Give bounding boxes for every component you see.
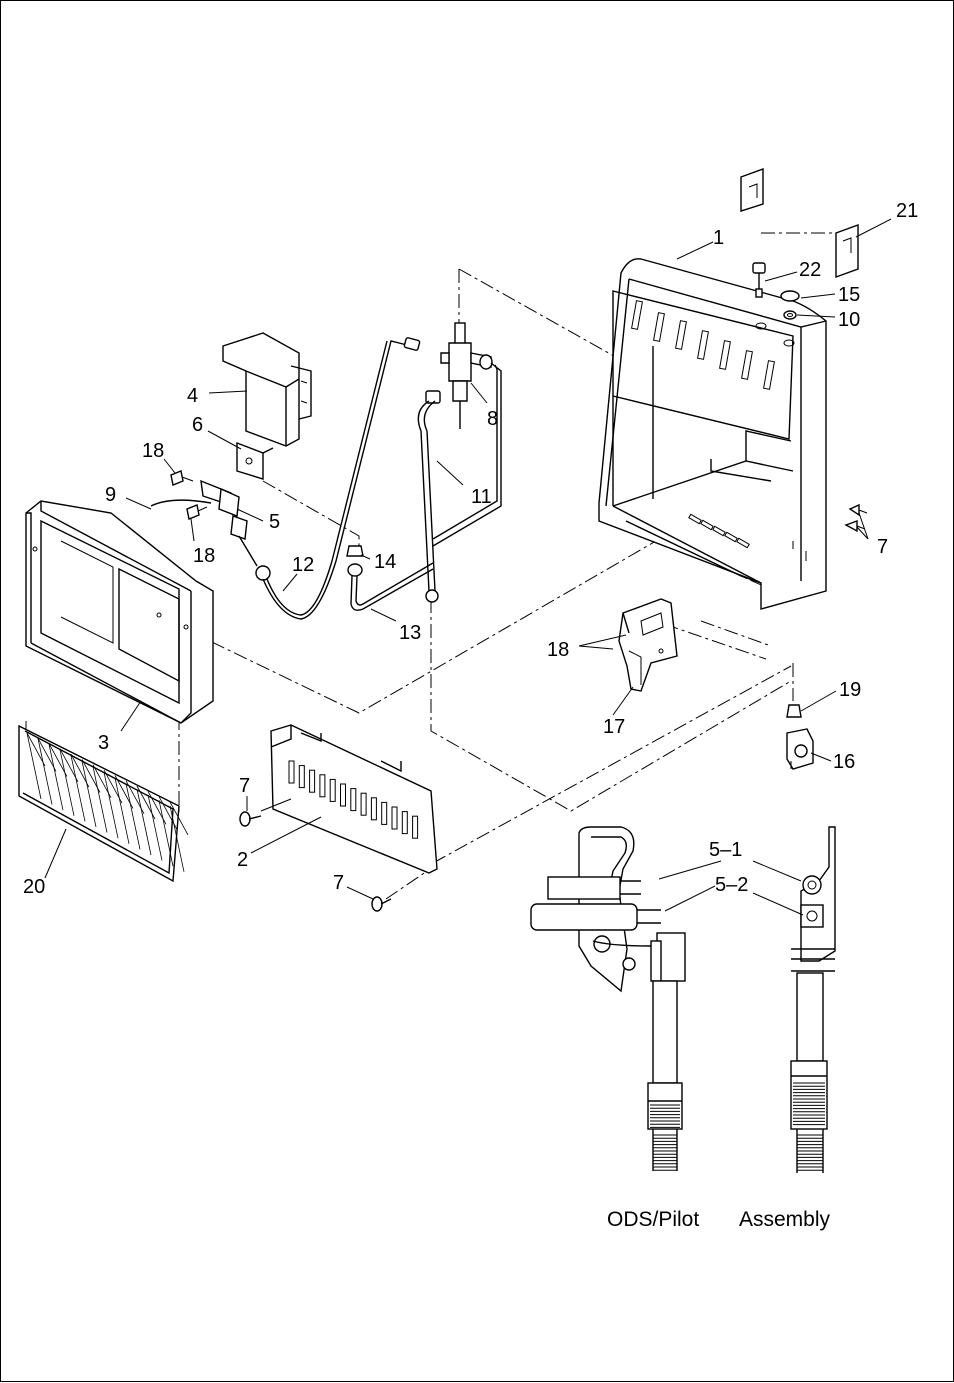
ring-part-10: [784, 311, 796, 319]
callout-9: 9: [105, 484, 116, 506]
callout-19: 19: [839, 679, 861, 701]
callout-7-left: 7: [239, 775, 250, 797]
callout-21: 21: [896, 200, 918, 222]
callout-15: 15: [838, 284, 860, 306]
louver-panel-part-2: [271, 725, 437, 873]
callout-2: 2: [237, 849, 248, 871]
fitting-part-19: [787, 705, 801, 717]
screw-part-7-bottom: [372, 897, 391, 911]
callout-17: 17: [603, 716, 625, 738]
callout-8: 8: [487, 408, 498, 430]
callout-14: 14: [374, 551, 396, 573]
bracket-part-4: [223, 333, 311, 446]
valve-part-16: [787, 729, 813, 769]
callout-6: 6: [192, 414, 203, 436]
callout-22: 22: [799, 259, 821, 281]
callout-10: 10: [838, 309, 860, 331]
callout-11: 11: [471, 486, 492, 508]
screw-part-7-left: [240, 812, 261, 826]
caption-assembly: Assembly: [739, 1208, 831, 1231]
callout-7-bottom: 7: [333, 872, 344, 894]
callout-5-2: 5–2: [715, 874, 748, 896]
regulator-part-8: [433, 323, 501, 546]
callout-5: 5: [269, 511, 280, 533]
callout-5-1: 5–1: [709, 839, 742, 861]
washer-part-15: [781, 291, 799, 301]
screw-part-18-upper: [171, 471, 193, 485]
wire-part-9: [151, 500, 211, 506]
mount-plate-part-17: [619, 599, 677, 691]
callout-18-right: 18: [547, 639, 569, 661]
callout-16: 16: [833, 751, 855, 773]
pilot-bracket-part-6: [237, 443, 273, 479]
callout-3: 3: [98, 732, 109, 754]
caption-ods-pilot: ODS/Pilot: [607, 1208, 699, 1231]
callout-1: 1: [713, 227, 724, 249]
callout-4: 4: [187, 385, 198, 407]
screw-part-18-lower: [187, 505, 207, 519]
callout-12: 12: [292, 554, 314, 576]
callout-7-right: 7: [877, 536, 888, 558]
callout-18-upper: 18: [142, 440, 164, 462]
ods-pilot-detail-front-view: [791, 827, 835, 1173]
callout-18-lower: 18: [193, 545, 215, 567]
callout-13: 13: [399, 622, 421, 644]
callout-20: 20: [23, 876, 45, 898]
pilot-thread-left: [650, 1105, 680, 1171]
fitting-part-14: [347, 546, 363, 556]
front-panel-part-3: [26, 501, 213, 723]
